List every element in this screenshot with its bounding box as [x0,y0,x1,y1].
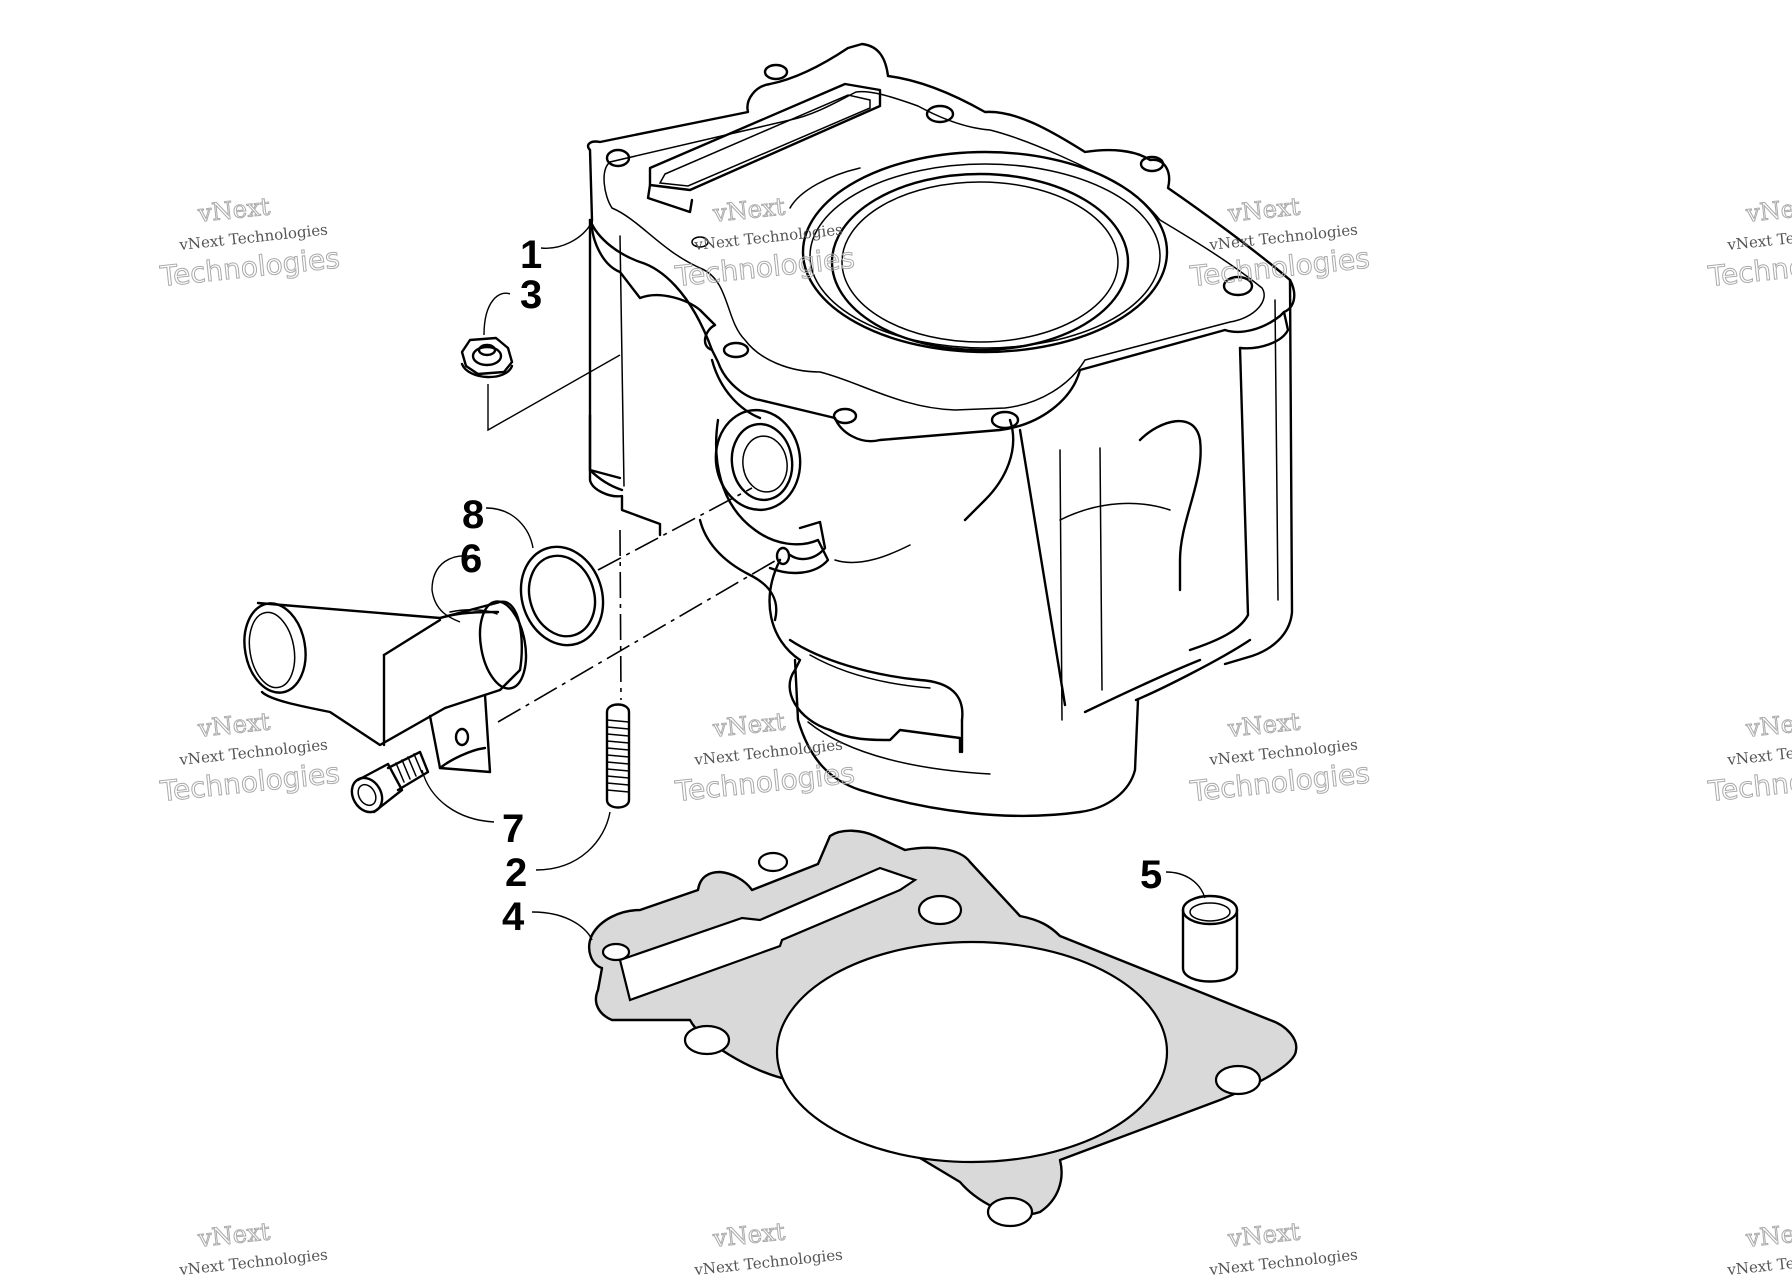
svg-text:vNext: vNext [711,707,787,743]
svg-text:vNext: vNext [1744,707,1792,743]
callout-3: 3 [520,273,542,317]
watermark-r2c1: vNext vNext Technologies Technologies [157,707,341,809]
centerline-stud [619,529,622,701]
watermark-r1c1: vNext vNext Technologies Technologies [157,192,341,294]
watermark-r1c4: vNext vNext Technologies Technologies [1705,192,1792,294]
watermark-r2c2: vNext vNext Technologies Technologies [672,707,856,809]
callout-1: 1 [520,233,542,277]
callout-labels: 1 3 8 6 7 2 4 5 [460,233,1162,939]
nut-part[interactable] [460,336,621,432]
watermark-r3c3: vNext vNext Technologies [1208,1217,1359,1279]
coolant-elbow-part[interactable] [238,598,533,774]
callout-4: 4 [502,895,525,939]
centerline-bolt [497,557,781,723]
watermark-r2c4: vNext vNext Technologies Technologies [1705,707,1792,809]
callout-8: 8 [462,493,484,537]
svg-text:vNext: vNext [1226,707,1302,743]
watermark-r1c3: vNext vNext Technologies Technologies [1187,192,1371,294]
callout-7: 7 [502,807,524,851]
svg-text:vNext: vNext [196,1217,272,1253]
o-ring-part[interactable] [509,536,616,656]
svg-text:vNext: vNext [711,1217,787,1253]
dowel-part[interactable] [1181,894,1239,983]
svg-text:vNext: vNext [711,192,787,228]
watermark-r3c2: vNext vNext Technologies [693,1217,844,1279]
bolt-part[interactable] [346,750,430,818]
centerline-port [597,487,753,571]
watermark-r3c1: vNext vNext Technologies [178,1217,329,1279]
svg-text:vNext: vNext [196,192,272,228]
watermark-r3c4: vNext vNext Technologies [1726,1217,1792,1279]
svg-text:vNext: vNext [196,707,272,743]
callout-2: 2 [505,851,527,895]
svg-text:vNext: vNext [1226,192,1302,228]
callout-6: 6 [460,537,482,581]
base-gasket-part[interactable] [588,829,1298,1228]
stud-part[interactable] [605,703,631,809]
svg-text:vNext: vNext [1744,192,1792,228]
callout-5: 5 [1140,853,1162,897]
svg-text:vNext: vNext [1744,1217,1792,1253]
leader-lines [421,221,1206,941]
cylinder-part[interactable] [586,42,1296,818]
watermark-r2c3: vNext vNext Technologies Technologies [1187,707,1371,809]
svg-text:vNext: vNext [1226,1217,1302,1253]
